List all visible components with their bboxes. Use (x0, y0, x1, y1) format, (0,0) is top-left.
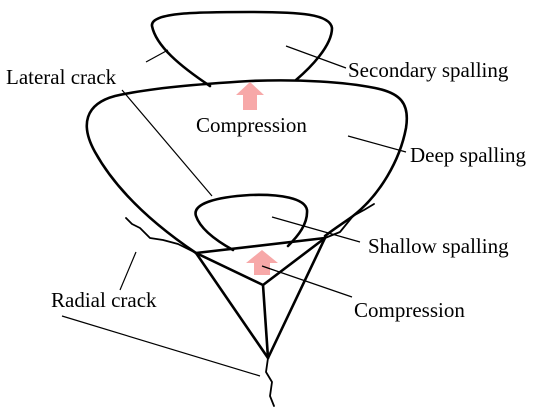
secondary-spalling-outline (150, 10, 334, 88)
shallow-spalling-outline (194, 193, 309, 252)
pyramid-edge-bottom (261, 283, 270, 360)
up-arrow-icon (246, 250, 278, 275)
deep-spalling-outline (85, 79, 409, 255)
radial-crack-bottom (265, 357, 275, 407)
radial-crack-left (125, 217, 197, 254)
leader-lateral-crack-upper (145, 49, 169, 63)
compression-arrow-upper (236, 82, 264, 110)
label-deep-spalling: Deep spalling (410, 143, 527, 167)
pyramid-edge-right (261, 236, 327, 287)
leader-deep-spalling (347, 135, 407, 153)
label-lateral-crack: Lateral crack (6, 65, 117, 89)
compression-arrow-lower (246, 250, 278, 275)
label-shallow-spalling: Shallow spalling (368, 234, 509, 258)
up-arrow-icon (236, 82, 264, 110)
label-compression-upper: Compression (196, 113, 307, 137)
leader-compression-lower (261, 265, 353, 298)
label-radial-crack: Radial crack (51, 288, 157, 312)
label-compression-lower: Compression (354, 298, 465, 322)
label-secondary-spalling: Secondary spalling (348, 58, 509, 82)
leader-radial-crack-lower (61, 315, 261, 377)
leader-lateral-crack-lower (121, 89, 213, 197)
radial-crack-right (324, 203, 375, 239)
leader-shallow-spalling (271, 216, 361, 243)
leader-secondary-spalling (285, 45, 347, 69)
leader-radial-crack-upper (119, 251, 137, 291)
indentation-pyramid (194, 236, 327, 360)
pyramid-edge-left (194, 251, 265, 287)
